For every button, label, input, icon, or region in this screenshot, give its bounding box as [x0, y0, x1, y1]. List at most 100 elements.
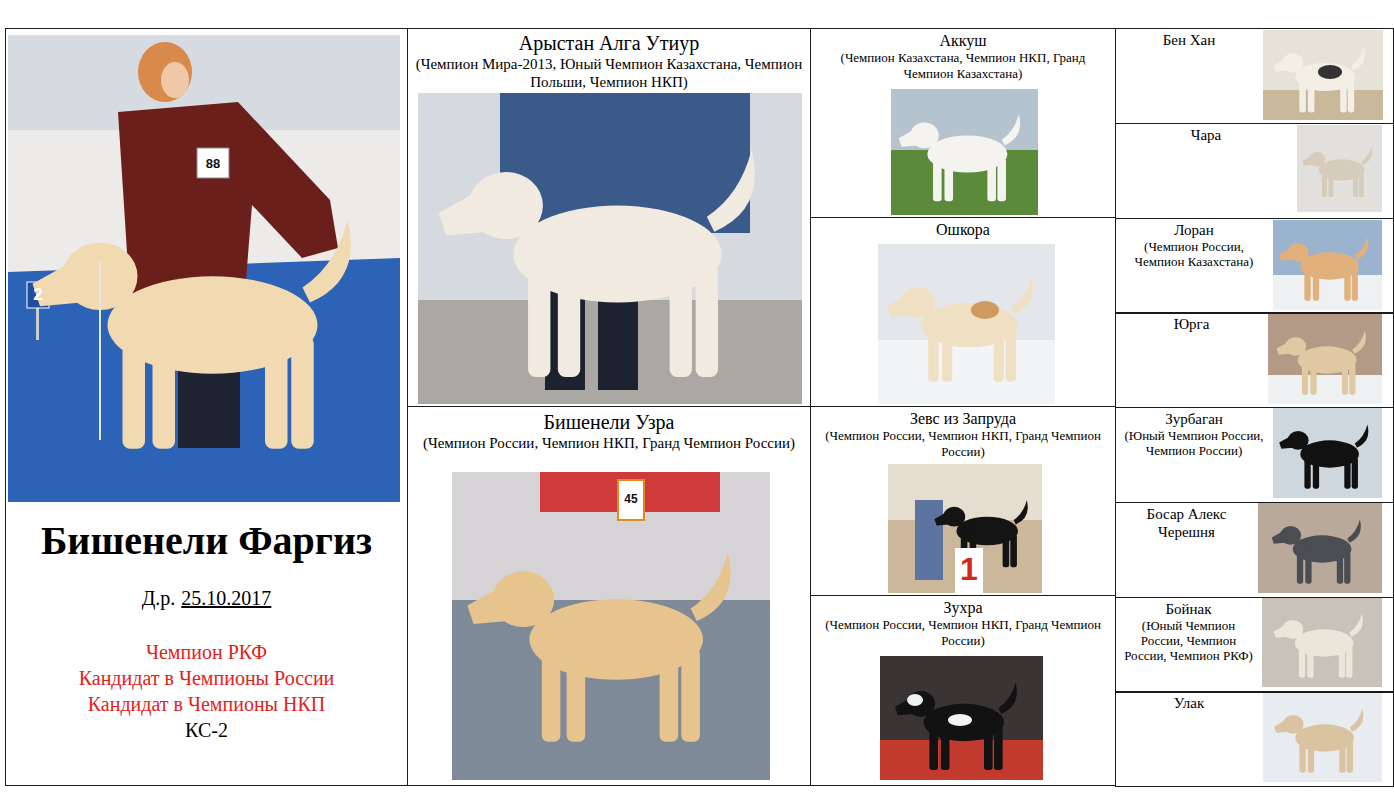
text-line: Чемпион РКФ [14, 639, 399, 665]
photo-ground [1268, 314, 1382, 404]
photo-ground [1258, 503, 1382, 593]
bib-number: 88 [197, 156, 229, 171]
text-line: (Чемпион России, Чемпион НКП, Гранд Чемп… [817, 617, 1109, 649]
text-line: Бойнак [1120, 600, 1257, 618]
great-grand-photo [1268, 314, 1382, 404]
text-line: Арыстан Алга Утиур [414, 31, 804, 55]
wall [888, 464, 1042, 520]
great-grand-photo [1258, 503, 1382, 593]
coat-patch [948, 714, 972, 726]
text-line: Чара [1120, 126, 1292, 144]
leash [99, 262, 101, 440]
photo-ground [1263, 30, 1383, 120]
dog-name: Зурбаган [1165, 411, 1223, 427]
photo-ground [452, 472, 770, 780]
photo-ground [891, 89, 1038, 215]
text-line: Ошкора [817, 220, 1109, 239]
dog-name: Босар Алекс Черешня [1147, 506, 1227, 540]
dog-name: Бен Хан [1163, 32, 1216, 48]
text-line: (Чемпион России, Чемпион НКП, Гранд Чемп… [414, 434, 804, 452]
great-grand-photo [1273, 408, 1382, 498]
pedigree-cell: Бишенели ФаргизД.р.25.10.2017Чемпион РКФ… [5, 28, 408, 786]
photo-ground [8, 35, 400, 502]
snow [1273, 275, 1382, 310]
bib-number: 2 [27, 285, 49, 305]
dog-titles: Д.р. [142, 587, 176, 609]
dog-name: Зухра [943, 599, 982, 616]
dog-titles: КС-2 [185, 719, 228, 741]
dog-name: Ошкора [936, 221, 990, 238]
coat-patch [1318, 65, 1342, 79]
dog-figure [1277, 331, 1366, 395]
dog-figure [1274, 709, 1363, 773]
dog-figure [1274, 47, 1365, 113]
floor [880, 740, 1043, 780]
text-line: (Юный Чемпион России, Чемпион России, Че… [1120, 618, 1257, 663]
text-line: Зухра [817, 598, 1109, 617]
text-line: Аккуш [817, 31, 1109, 50]
photo-ground [880, 656, 1043, 780]
text-line: Бен Хан [1120, 31, 1258, 49]
bib [197, 148, 229, 178]
sire-photo [418, 93, 802, 404]
dog-name: Зевс из Запруда [910, 410, 1016, 427]
dog-titles: (Чемпион России, Чемпион НКП, Гранд Чемп… [825, 428, 1101, 459]
dog-name: Арыстан Алга Утиур [519, 32, 699, 54]
handler-hair [138, 42, 192, 102]
grand-photo [880, 656, 1043, 780]
pedigree-cell: Бен Хан [1115, 28, 1394, 124]
coat-patch [907, 694, 923, 706]
pedigree-cell: Бишенели Узра (Чемпион России, Чемпион НК… [407, 406, 811, 786]
text-line: Лоран [1120, 221, 1268, 239]
text-line: (Чемпион России, Чемпион Казахстана) [1120, 239, 1268, 269]
pedigree-cell: Улак [1115, 691, 1394, 787]
coat-patch [971, 301, 999, 319]
text-line: (Чемпион Казахстана, Чемпион НКП, Гранд … [817, 50, 1109, 82]
dog-titles: 25.10.2017 [181, 587, 271, 609]
great-grand-photo [1263, 692, 1382, 782]
dog-name: Юрга [1174, 316, 1210, 332]
dog-figure [467, 553, 730, 742]
place-card [955, 548, 983, 593]
grand-photo [878, 244, 1055, 404]
photo-ground [1263, 692, 1382, 782]
text-line: Зурбаган [1120, 410, 1268, 428]
text-line: КС-2 [14, 717, 399, 743]
text-line: Бишенели Узра [414, 410, 804, 434]
great-grand-photo [1297, 125, 1382, 212]
dog-titles: (Чемпион России, Чемпион НКП, Гранд Чемп… [423, 435, 795, 451]
bib [618, 480, 644, 520]
dog-figure [1279, 425, 1368, 489]
dog-titles: (Юный Чемпион России, Чемпион России) [1124, 428, 1263, 458]
grand-photo [891, 89, 1038, 215]
dog-figure [33, 220, 351, 449]
text-line: (Чемпион Мира-2013, Юный Чемпион Казахст… [414, 55, 804, 91]
text-line: Д.р.25.10.2017 [14, 586, 399, 610]
great-grand-photo [1263, 30, 1383, 120]
text-line: Босар Алекс Черешня [1120, 505, 1253, 541]
photo-ground [1273, 408, 1382, 498]
ground [1263, 90, 1383, 120]
photo-ground [1297, 125, 1382, 212]
pedigree-cell: Бойнак(Юный Чемпион России, Чемпион Росс… [1115, 597, 1394, 693]
photo-ground [1273, 220, 1382, 310]
pedigree-cell: Зурбаган(Юный Чемпион России, Чемпион Ро… [1115, 407, 1394, 503]
pedigree-cell: Босар Алекс Черешня [1115, 502, 1394, 598]
dog-titles: (Юный Чемпион России, Чемпион России, Че… [1124, 618, 1253, 663]
snow [1268, 375, 1382, 404]
dog-figure [1279, 237, 1368, 301]
dog-titles: Кандидат в Чемпионы НКП [88, 693, 326, 715]
dog-figure [899, 114, 1020, 201]
dog-name: Бойнак [1165, 601, 1211, 617]
dog-figure [1302, 147, 1372, 197]
text-line: Кандидат в Чемпионы НКП [14, 691, 399, 717]
main-photo [8, 35, 400, 502]
bib-number: 1 [955, 551, 983, 588]
dog-name: Чара [1191, 127, 1222, 143]
dog-name: Бишенели Узра [544, 411, 675, 433]
snow [878, 340, 1055, 404]
dog-figure [1272, 520, 1361, 584]
dog-name: Лоран [1174, 222, 1214, 238]
